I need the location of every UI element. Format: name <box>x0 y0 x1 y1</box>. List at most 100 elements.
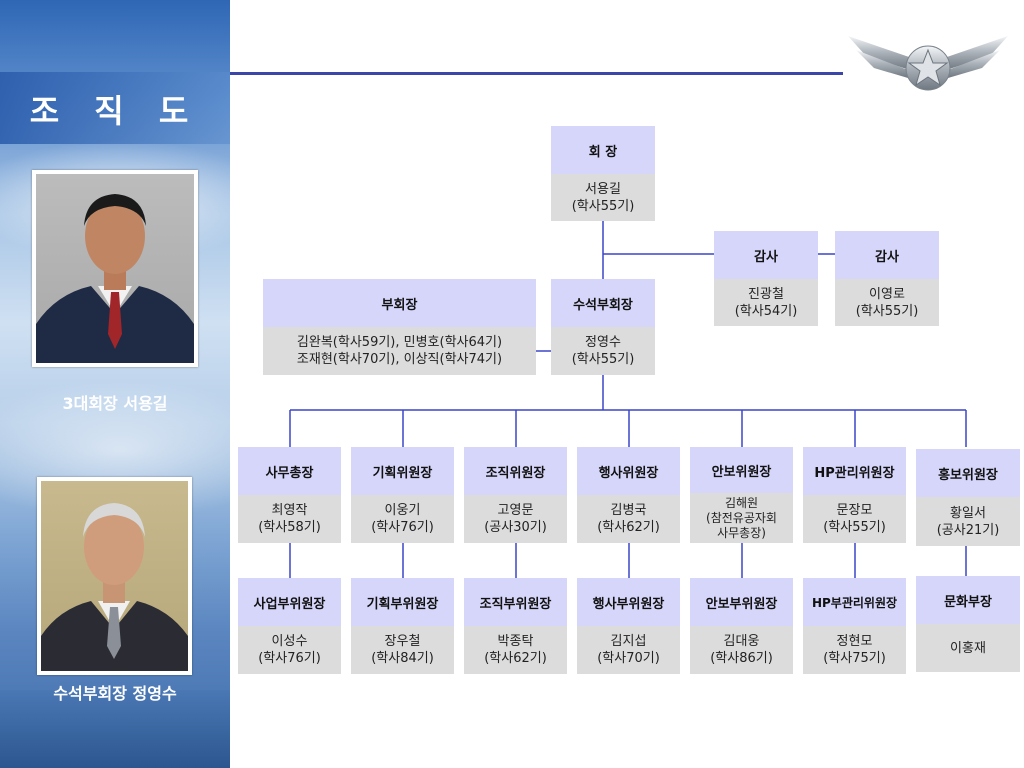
org-box-line: (학사84기) <box>371 651 434 666</box>
org-box-title: 행사부위원장 <box>577 578 680 626</box>
org-box-deputy-head: 행사부위원장 김지섭 (학사70기) <box>577 578 680 674</box>
org-box-body: 이웅기 (학사76기) <box>351 495 454 543</box>
org-box-body: 서용길 (학사55기) <box>551 174 655 221</box>
org-box-senior-vp: 수석부회장 정영수 (학사55기) <box>551 279 655 375</box>
org-box-title: 조직부위원장 <box>464 578 567 626</box>
org-box-title: 사무총장 <box>238 447 341 495</box>
org-box-title: HP부관리위원장 <box>803 578 906 626</box>
org-box-title: 감사 <box>835 231 939 279</box>
org-box-line: 이홍재 <box>950 640 986 656</box>
org-box-body: 이성수 (학사76기) <box>238 626 341 674</box>
org-box-body: 문장모 (학사55기) <box>803 495 906 543</box>
org-box-deputy-head: HP부관리위원장 정현모 (학사75기) <box>803 578 906 674</box>
president-photo <box>32 170 198 367</box>
org-box-line: 박종탁 <box>497 634 534 649</box>
org-box-line: 김완복(학사59기), 민병호(학사64기) <box>296 335 503 350</box>
org-box-line: (공사21기) <box>936 522 1000 538</box>
org-box-line: (학사58기) <box>258 520 321 535</box>
org-box-title: 수석부회장 <box>551 279 655 327</box>
org-box-title: 안보위원장 <box>690 447 793 493</box>
org-box-committee-head: 행사위원장 김병국 (학사62기) <box>577 447 680 543</box>
org-box-line: 김병국 <box>610 503 647 518</box>
org-box-line: 문장모 <box>836 503 873 518</box>
org-box-committee-head: HP관리위원장 문장모 (학사55기) <box>803 447 906 543</box>
org-box-body: 최영작 (학사58기) <box>238 495 341 543</box>
org-box-line: 정영수 <box>585 335 621 350</box>
senior-vp-caption: 수석부회장 정영수 <box>53 684 177 703</box>
org-box-committee-head: 홍보위원장 황일서 (공사21기) <box>916 449 1020 546</box>
org-box-line: 이영로 <box>869 286 905 302</box>
org-box-line: 장우철 <box>384 634 421 649</box>
header-rule <box>230 72 843 75</box>
org-box-president: 회 장 서용길 (학사55기) <box>551 126 655 221</box>
org-box-deputy-head: 조직부위원장 박종탁 (학사62기) <box>464 578 567 674</box>
org-box-line: 고영문 <box>497 503 534 518</box>
org-box-line: (공사30기) <box>484 520 547 535</box>
org-box-title: 행사위원장 <box>577 447 680 495</box>
org-box-line: (학사62기) <box>597 520 660 535</box>
org-box-auditor: 감사 이영로 (학사55기) <box>835 231 939 326</box>
org-box-line: 이웅기 <box>384 503 421 518</box>
wings-star-emblem-icon <box>848 36 1008 91</box>
org-box-body: 박종탁 (학사62기) <box>464 626 567 674</box>
org-box-body: 고영문 (공사30기) <box>464 495 567 543</box>
org-box-line: 황일서 <box>950 505 986 521</box>
org-box-deputy-head: 안보부위원장 김대웅 (학사86기) <box>690 578 793 674</box>
senior-vp-photo <box>37 477 192 675</box>
org-box-line: 조재현(학사70기), 이상직(학사74기) <box>296 352 503 367</box>
org-box-title: 홍보위원장 <box>916 449 1020 497</box>
org-box-title: 문화부장 <box>916 576 1020 624</box>
org-box-line: 서용길 <box>585 181 621 197</box>
org-box-line: (학사55기) <box>571 198 635 214</box>
org-box-line: (학사55기) <box>823 520 886 535</box>
org-box-deputy-head: 사업부위원장 이성수 (학사76기) <box>238 578 341 674</box>
org-box-body: 김대웅 (학사86기) <box>690 626 793 674</box>
org-box-line: 진광철 <box>748 286 784 302</box>
org-box-title: 안보부위원장 <box>690 578 793 626</box>
org-box-committee-head: 사무총장 최영작 (학사58기) <box>238 447 341 543</box>
org-box-line: (학사54기) <box>734 303 798 319</box>
org-box-line: 정현모 <box>836 634 873 649</box>
org-box-body: 김해원 (참전유공자회 사무총장) <box>690 493 793 543</box>
org-box-title: 기획위원장 <box>351 447 454 495</box>
org-box-body: 이영로 (학사55기) <box>835 279 939 326</box>
org-box-line: (학사62기) <box>484 651 547 666</box>
org-box-title: 조직위원장 <box>464 447 567 495</box>
org-box-body: 정현모 (학사75기) <box>803 626 906 674</box>
org-box-line: 김지섭 <box>610 634 647 649</box>
org-box-line: (학사76기) <box>258 651 321 666</box>
org-box-line: (학사55기) <box>571 352 635 367</box>
org-box-committee-head: 기획위원장 이웅기 (학사76기) <box>351 447 454 543</box>
org-box-title: 기획부위원장 <box>351 578 454 626</box>
org-box-line: (학사55기) <box>855 303 919 319</box>
org-box-line: 이성수 <box>271 634 308 649</box>
org-box-line: 김대웅 <box>723 634 760 649</box>
org-box-body: 김완복(학사59기), 민병호(학사64기) 조재현(학사70기), 이상직(학… <box>263 327 536 375</box>
org-box-title: HP관리위원장 <box>803 447 906 495</box>
org-box-line: (학사76기) <box>371 520 434 535</box>
page-title: 조 직 도 <box>29 92 201 130</box>
org-box-body: 김병국 (학사62기) <box>577 495 680 543</box>
org-box-body: 황일서 (공사21기) <box>916 497 1020 546</box>
president-caption: 3대회장 서용길 <box>62 394 168 413</box>
org-box-line: (학사75기) <box>823 651 886 666</box>
org-box-body: 정영수 (학사55기) <box>551 327 655 375</box>
portrait-figure <box>36 194 194 363</box>
sidebar-sea <box>0 690 230 768</box>
org-box-line: (학사86기) <box>710 651 773 666</box>
org-box-committee-head: 안보위원장 김해원 (참전유공자회 사무총장) <box>690 447 793 543</box>
org-box-auditor: 감사 진광철 (학사54기) <box>714 231 818 326</box>
org-box-title: 감사 <box>714 231 818 279</box>
org-box-line: 최영작 <box>271 503 308 518</box>
org-box-line: (학사70기) <box>597 651 660 666</box>
org-box-line: 사무총장) <box>717 525 766 540</box>
org-box-vice-presidents: 부회장 김완복(학사59기), 민병호(학사64기) 조재현(학사70기), 이… <box>263 279 536 375</box>
org-box-deputy-head: 문화부장 이홍재 <box>916 576 1020 672</box>
portrait-figure <box>41 503 188 671</box>
org-box-title: 사업부위원장 <box>238 578 341 626</box>
org-box-body: 장우철 (학사84기) <box>351 626 454 674</box>
org-box-body: 진광철 (학사54기) <box>714 279 818 326</box>
org-box-deputy-head: 기획부위원장 장우철 (학사84기) <box>351 578 454 674</box>
